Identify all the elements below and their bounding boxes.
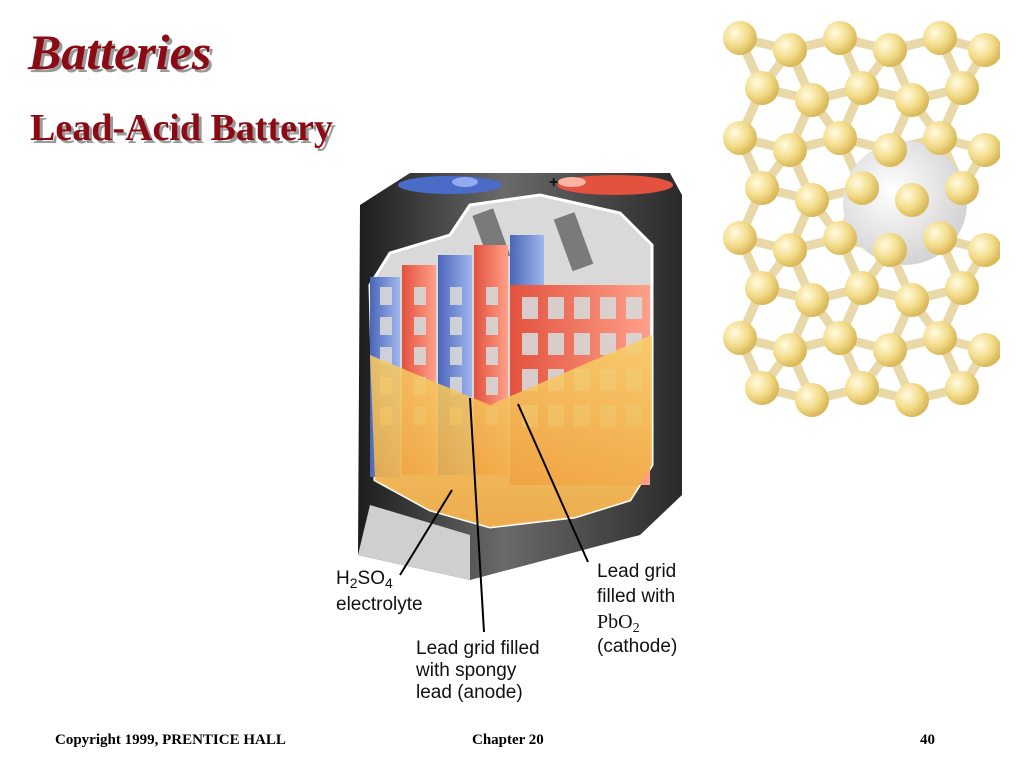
fullerene-atom	[795, 283, 829, 317]
fullerene-atom	[923, 121, 957, 155]
fullerene-atom	[895, 83, 929, 117]
battery-cutaway-diagram: +	[358, 173, 682, 580]
fullerene-atom	[773, 33, 807, 67]
fullerene-atom	[873, 33, 907, 67]
fullerene-atom	[873, 133, 907, 167]
fullerene-atom	[773, 233, 807, 267]
fullerene-atom	[968, 133, 1000, 167]
fullerene-atom	[773, 133, 807, 167]
fullerene-atom	[923, 221, 957, 255]
fullerene-atom	[723, 321, 757, 355]
cathode-label-line: filled with	[597, 586, 676, 607]
cathode-label-line: Lead grid	[597, 561, 677, 582]
footer-copyright: Copyright 1999, PRENTICE HALL	[55, 732, 286, 748]
fullerene-atom	[845, 71, 879, 105]
fullerene-atom	[723, 121, 757, 155]
fullerene-atom	[823, 221, 857, 255]
electrolyte-label: electrolyte	[336, 594, 423, 615]
slide-subtitle: Lead-Acid Battery	[30, 107, 333, 149]
fullerene-atom	[895, 383, 929, 417]
fullerene-atom	[823, 21, 857, 55]
fullerene-atom	[845, 171, 879, 205]
fullerene-atom	[745, 71, 779, 105]
positive-terminal	[557, 175, 673, 195]
fullerene-atom	[945, 171, 979, 205]
electrolyte-formula-label: H2SO4	[336, 568, 393, 591]
anode-label-line: Lead grid filled	[416, 638, 540, 659]
fullerene-atom	[745, 171, 779, 205]
fullerene-atom	[823, 321, 857, 355]
fullerene-atom	[845, 371, 879, 405]
fullerene-atom	[723, 21, 757, 55]
cathode-formula-label: PbO2	[597, 611, 640, 636]
fullerene-atom	[845, 271, 879, 305]
anode-label-line: with spongy	[416, 660, 517, 681]
fullerene-atom	[795, 383, 829, 417]
fullerene-atom	[795, 183, 829, 217]
fullerene-atom	[895, 283, 929, 317]
fullerene-atom	[945, 371, 979, 405]
fullerene-molecule-icon	[723, 21, 1000, 417]
fullerene-atom	[873, 233, 907, 267]
fullerene-atom	[723, 221, 757, 255]
fullerene-atom	[895, 183, 929, 217]
slide-title: Batteries	[28, 24, 212, 80]
fullerene-atom	[945, 271, 979, 305]
fullerene-atom	[745, 371, 779, 405]
fullerene-atom	[968, 233, 1000, 267]
fullerene-atom	[873, 333, 907, 367]
anode-label-line: lead (anode)	[416, 682, 523, 703]
negative-terminal	[398, 176, 502, 194]
cathode-label-line: (cathode)	[597, 636, 678, 657]
fullerene-atom	[923, 321, 957, 355]
fullerene-atom	[773, 333, 807, 367]
fullerene-atom	[745, 271, 779, 305]
fullerene-atom	[968, 33, 1000, 67]
fullerene-atom	[968, 333, 1000, 367]
fullerene-atom	[945, 71, 979, 105]
positive-terminal-symbol: +	[549, 174, 558, 191]
fullerene-atom	[795, 83, 829, 117]
footer-chapter: Chapter 20	[472, 732, 544, 748]
fullerene-atom	[923, 21, 957, 55]
footer-page-number: 40	[920, 732, 935, 748]
fullerene-atom	[823, 121, 857, 155]
